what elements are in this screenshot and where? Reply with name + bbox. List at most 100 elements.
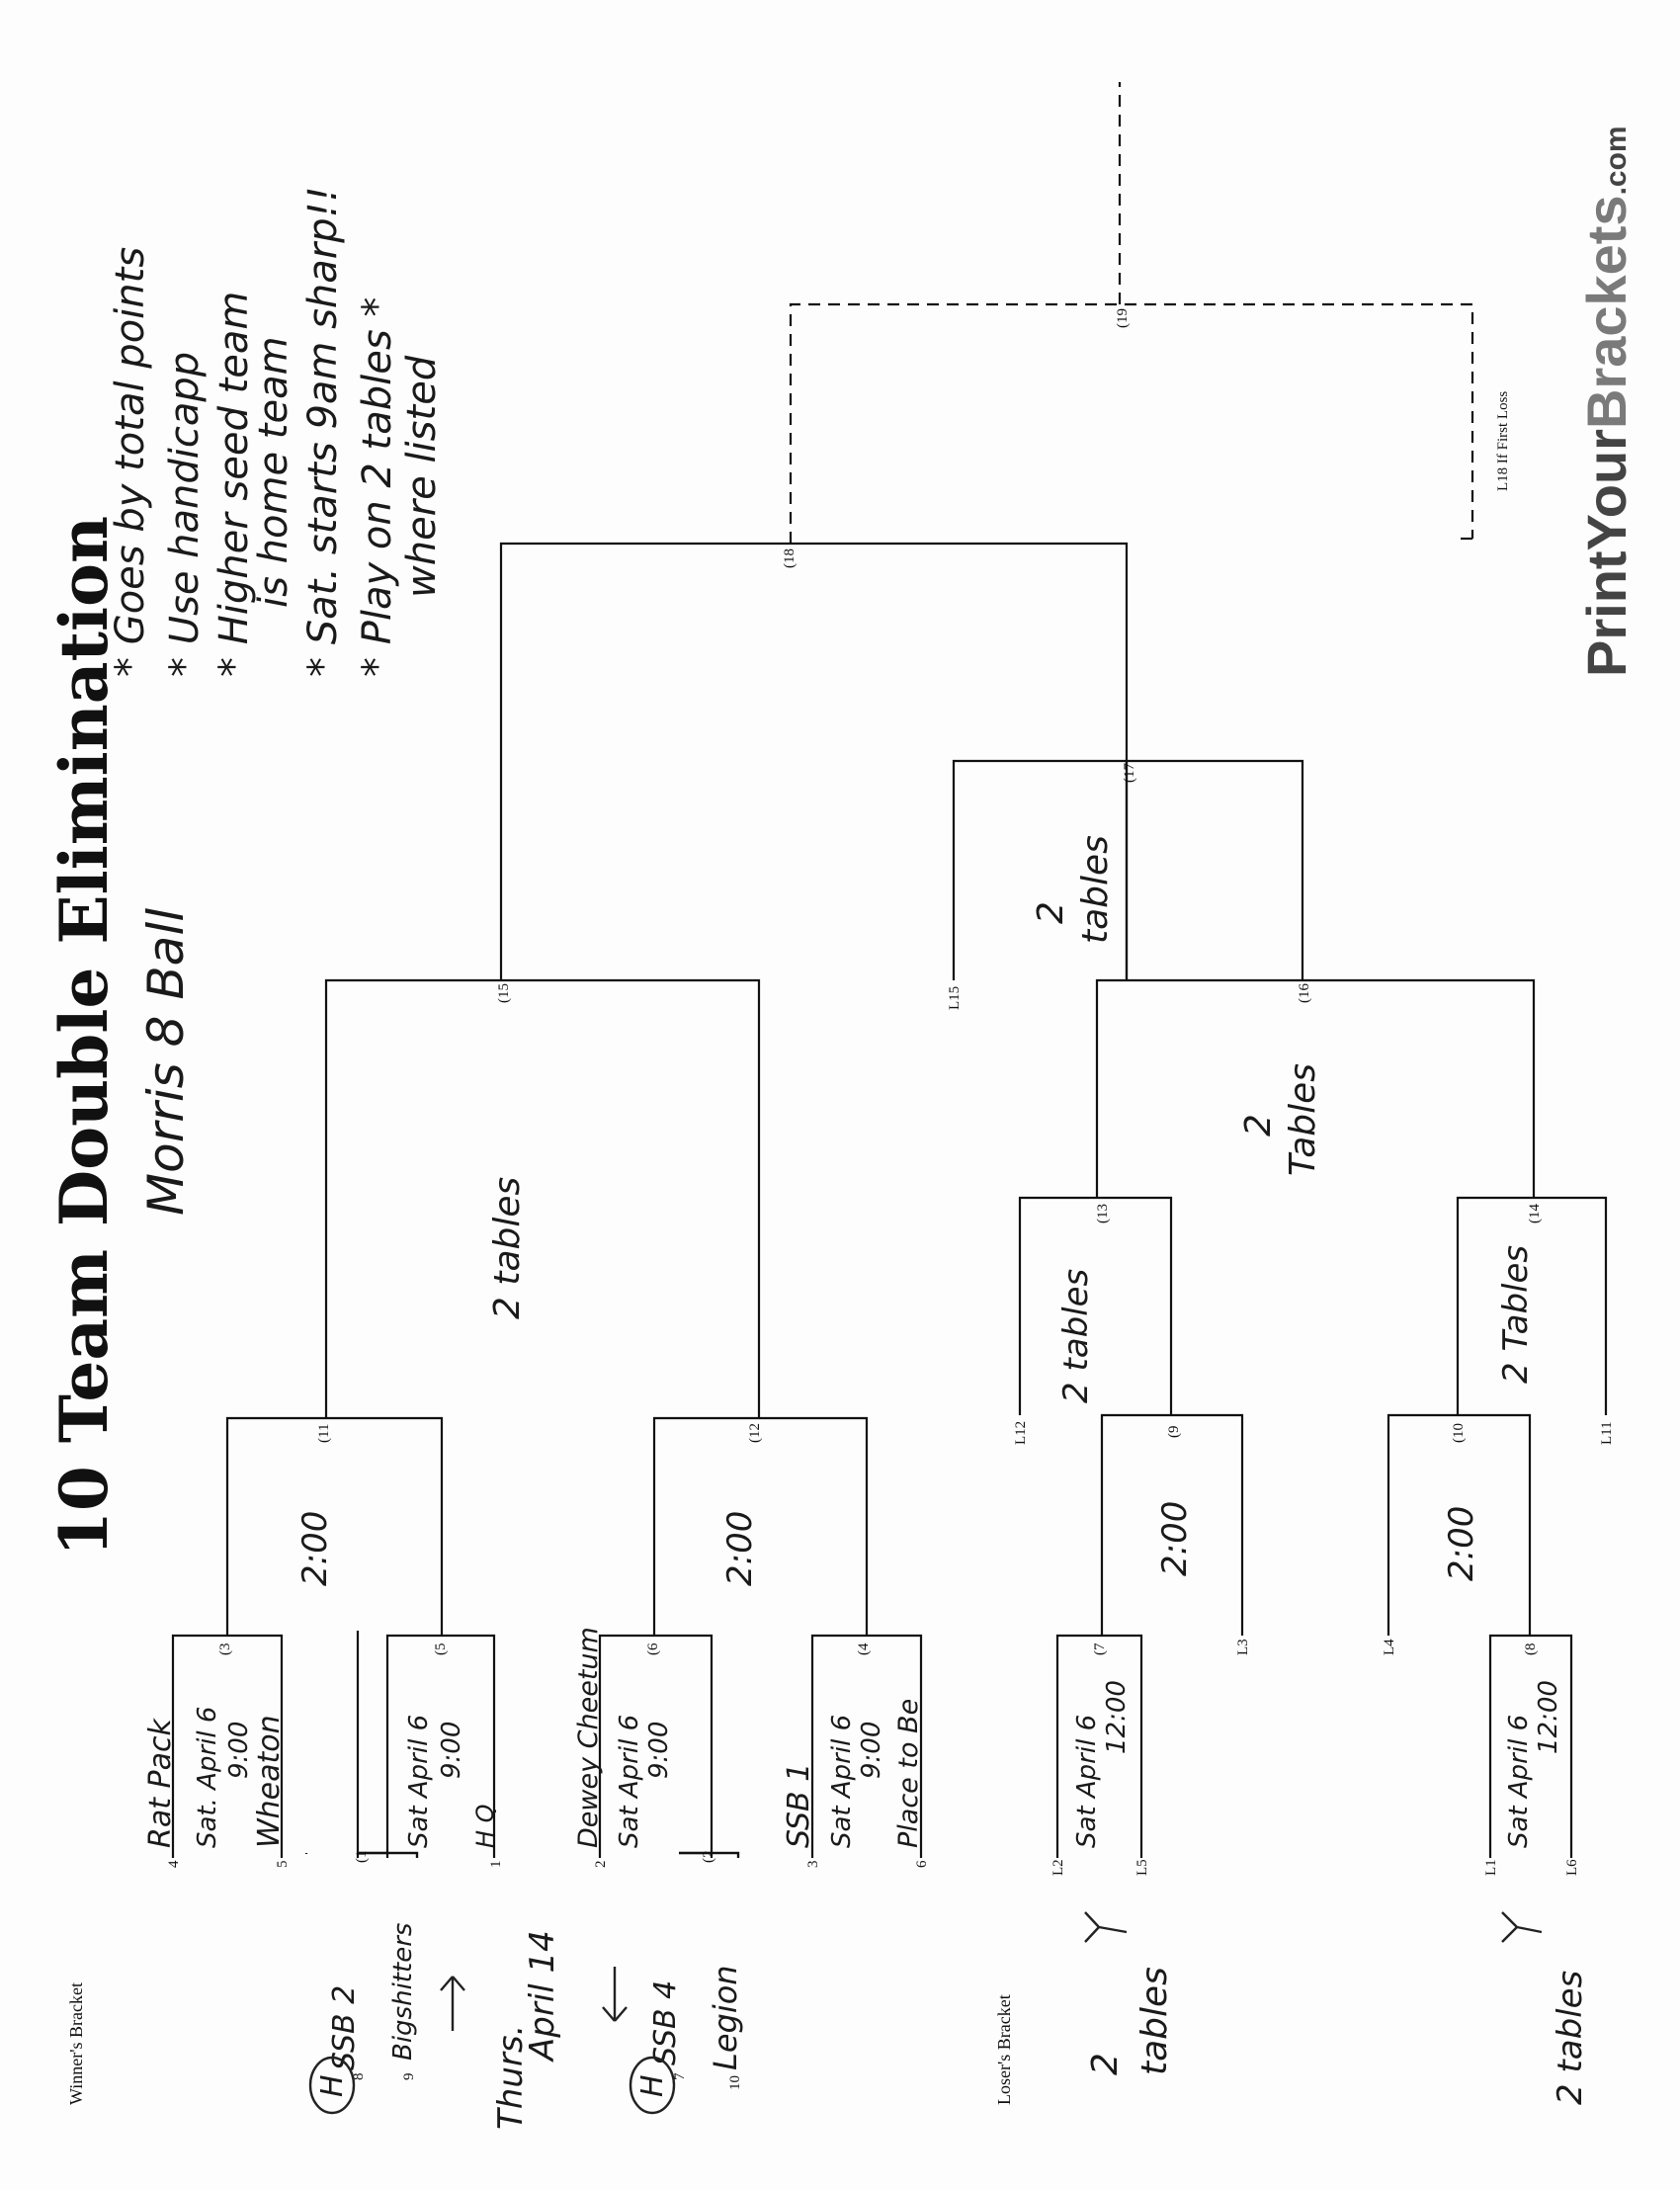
seed-8: 8	[351, 2073, 367, 2081]
g6-day: Sat April 6	[615, 1715, 644, 1848]
note-4: is home team	[251, 336, 296, 608]
game-label-3: (3	[217, 1643, 233, 1656]
game-label-7: (7	[1092, 1642, 1108, 1655]
g16-tables-count: 2	[1238, 1114, 1279, 1137]
game-label-1: (1	[354, 1851, 370, 1864]
game-label-4: (4	[856, 1642, 872, 1655]
g3-time: 9:00	[224, 1722, 254, 1779]
g8-day: Sat April 6	[1504, 1715, 1534, 1848]
seed-3: 3	[805, 1861, 821, 1869]
team-dewey-cheetum: Dewey Cheetum	[573, 1627, 604, 1848]
game-label-13: (13	[1095, 1204, 1111, 1223]
page-title: 10 Team Double Elimination	[45, 516, 123, 1557]
game-label-16: (16	[1297, 983, 1312, 1003]
g17-tables-count: 2	[1031, 901, 1071, 924]
loser-slot-L11: L11	[1599, 1421, 1615, 1445]
team-ssb-4: SSB 4	[648, 1980, 683, 2065]
g7-day: Sat April 6	[1072, 1715, 1102, 1848]
arrow-left-icon-2	[1501, 1911, 1543, 1943]
subtitle: Morris 8 Ball	[137, 908, 195, 1216]
notes: * Goes by total points * Use handicapp *…	[108, 186, 445, 677]
game-label-2: (2	[701, 1851, 716, 1864]
game-label-9: (9	[1166, 1426, 1182, 1439]
seed-1: 1	[488, 1861, 504, 1869]
team-names: Rat Pack Wheaton SSB 2 Bigshitters H Q D…	[143, 1627, 924, 2070]
g14-tables: 2 Tables	[1496, 1245, 1536, 1384]
loser-slot-L2: L2	[1050, 1859, 1066, 1876]
game-label-6: (6	[645, 1642, 661, 1655]
g12-time: 2:00	[720, 1511, 760, 1586]
g15-tables: 2 tables	[487, 1177, 528, 1319]
winners-bracket-label: Winner's Bracket	[66, 1982, 86, 2105]
loser-slot-L12: L12	[1013, 1421, 1029, 1445]
seed-7: 7	[672, 2072, 688, 2080]
seed-4: 4	[166, 1860, 182, 1868]
game-label-11: (11	[316, 1424, 332, 1443]
loser-slot-L1: L1	[1483, 1859, 1499, 1876]
team-place-to-be: Place to Be	[893, 1699, 924, 1848]
seed-5: 5	[275, 1861, 291, 1869]
brand-suffix: .com	[1600, 126, 1633, 195]
team-wheaton: Wheaton	[252, 1715, 287, 1848]
g6-time: 9:00	[644, 1722, 674, 1779]
seed-10: 10	[727, 2075, 743, 2090]
note-3: * Higher seed team	[211, 292, 257, 677]
note-7: where listed	[399, 355, 445, 598]
note-2: * Use handicapp	[162, 352, 208, 677]
team-rat-pack: Rat Pack	[143, 1718, 178, 1848]
g5-time: 9:00	[437, 1722, 466, 1779]
team-ssb-1: SSB 1	[782, 1763, 816, 1848]
loser-slot-L3: L3	[1235, 1639, 1251, 1655]
losers-bracket-label: Loser's Bracket	[994, 1994, 1014, 2105]
game-label-15: (15	[496, 983, 512, 1003]
g5-day: Sat April 6	[404, 1715, 434, 1848]
game-numbers: (1 (2 (3 (4 (5 (6 (7 (8 (9 (10 (11 (12 (…	[217, 308, 1543, 1863]
g16-tables-word: Tables	[1283, 1063, 1323, 1176]
seed-2: 2	[593, 1861, 609, 1869]
g7-time: 12:00	[1102, 1680, 1132, 1754]
lb-tables-word: tables	[1134, 1967, 1175, 2075]
home-marker-1: H	[315, 2074, 350, 2097]
team-bigshitters: Bigshitters	[388, 1923, 418, 2061]
note-6: * Play on 2 tables *	[355, 297, 400, 677]
lb-tables-count: 2	[1085, 2053, 1126, 2075]
loser-slot-L4: L4	[1382, 1639, 1397, 1655]
g13-tables: 2 tables	[1056, 1269, 1096, 1403]
game-label-18: (18	[782, 548, 798, 568]
team-h-q: H Q	[471, 1804, 499, 1848]
brand-part-a: PrintYour	[1575, 429, 1638, 677]
seed-numbers: 4 5 8 9 1 2 7 10 3 6	[166, 1860, 930, 2090]
home-marker-icon-1	[308, 2056, 356, 2115]
note-5: * Sat. starts 9am sharp!!	[300, 186, 346, 677]
game-label-17: (17	[1122, 763, 1137, 783]
g17-tables-word: tables	[1075, 835, 1116, 944]
home-marker-icon-2	[629, 2056, 676, 2115]
home-marker-2: H	[635, 2074, 670, 2097]
loser-slot-labels: L2 L5 L3 L4 L1 L6 L12 L11 L15 L18 If Fir…	[947, 391, 1615, 1876]
brand-part-b: Brackets	[1575, 195, 1638, 429]
arrow-up-icon	[440, 1976, 465, 2031]
lb-tables-2: 2 tables	[1551, 1971, 1590, 2105]
arrow-left-icon-1	[1084, 1911, 1128, 1943]
loser-slot-L18: L18 If First Loss	[1495, 391, 1511, 491]
loser-slot-L5: L5	[1134, 1859, 1150, 1876]
g3-day: Sat. April 6	[193, 1707, 222, 1848]
game-label-10: (10	[1451, 1423, 1467, 1443]
g8-time: 12:00	[1534, 1680, 1563, 1754]
thursday-note: Thurs.	[491, 2025, 531, 2130]
arrow-down-icon	[602, 1967, 628, 2022]
seed-9: 9	[401, 2073, 417, 2081]
april-14-note: April 14	[523, 1930, 562, 2063]
g10-time: 2:00	[1442, 1506, 1481, 1581]
svg-text:PrintYourBrackets.com: PrintYourBrackets.com	[1575, 126, 1638, 677]
handwritten-annotations: Sat. April 6 9:00 Sat April 6 9:00 Sat A…	[193, 835, 1590, 2130]
losers-bracket-lines	[952, 759, 1608, 1858]
g11-time: 2:00	[295, 1511, 335, 1586]
team-legion: Legion	[707, 1965, 744, 2070]
brand-logo: PrintYourBrackets.com	[1575, 126, 1638, 677]
game-label-14: (14	[1527, 1204, 1543, 1223]
game-label-12: (12	[747, 1423, 763, 1443]
note-1: * Goes by total points	[108, 247, 153, 677]
